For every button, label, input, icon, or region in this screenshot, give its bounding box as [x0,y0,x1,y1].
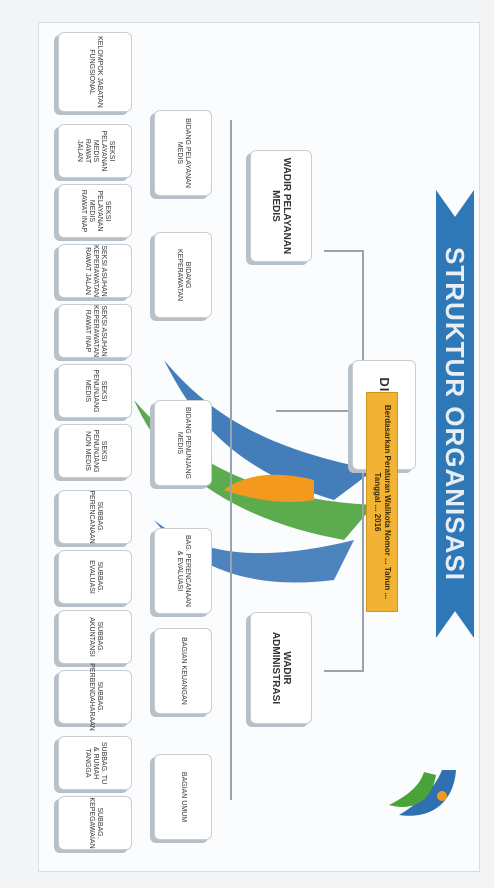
subbag-box: SUBBAG. KEPEGAWAIAN [58,796,132,850]
seksi-box: SEKSI PENUNJANG NON MEDIS [58,424,132,478]
connector-line [324,250,364,252]
wadir-pelayanan-box: WADIR PELAYANAN MEDIS [250,150,312,262]
subbag-box: SUBBAG. PERBENDAHARAAN [58,663,132,731]
seksi-box: SEKSI PENUNJANG MEDIS [58,364,132,418]
seksi-box: SEKSI ASUHAN KEPERAWATAN RAWAT INAP [58,304,132,358]
subbag-box: SUBBAG. PERENCANAAN [58,490,132,544]
kelompok-jabatan-box: KELOMPOK JABATAN FUNGSIONAL [58,32,132,112]
bidang-box: BIDANG PELAYANAN MEDIS [154,110,212,196]
page-title: STRUKTUR ORGANISASI [440,247,470,581]
connector-line [324,670,364,672]
subbag-box: SUBBAG. TU & RUMAH TANGGA [58,736,132,790]
subbag-box: SUBBAG. AKUNTANSI [58,610,132,664]
wadir-administrasi-box: WADIR ADMINISTRASI [250,612,312,724]
bagian-box: BAG. PERENCANAAN & EVALUASI [154,528,212,614]
bidang-box: BIDANG PENUNJANG MEDIS [154,400,212,486]
regulation-notice: Berdasarkan Peraturan Walikota Nomor ...… [366,392,398,612]
bagian-box: BAGIAN KEUANGAN [154,628,212,714]
seksi-box: SEKSI ASUHAN KEPERAWATAN RAWAT JALAN [58,244,132,298]
bagian-box: BAGIAN UMUM [154,754,212,840]
connector-line [230,120,232,800]
seksi-box: SEKSI PELAYANAN MEDIS RAWAT JALAN [58,124,132,178]
seksi-box: SEKSI PELAYANAN MEDIS RAWAT INAP [58,184,132,238]
subbag-box: SUBBAG. EVALUASI [58,550,132,604]
bidang-box: BIDANG KEPERAWATAN [154,232,212,318]
